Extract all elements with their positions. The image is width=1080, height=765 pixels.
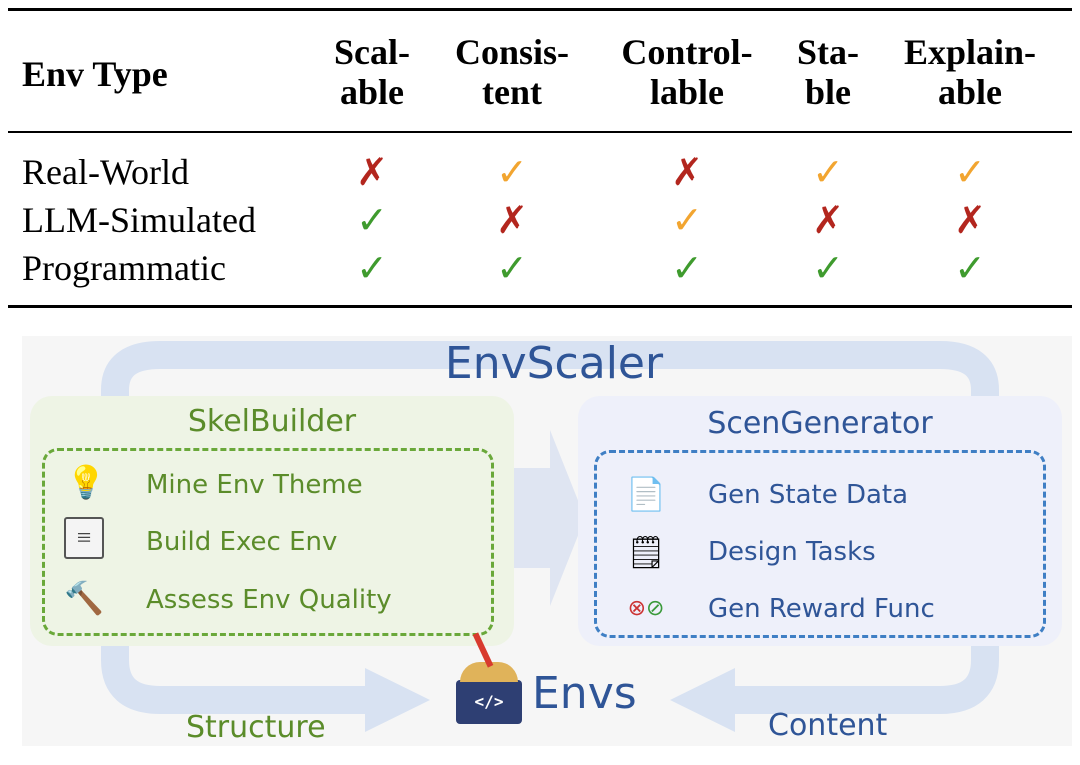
code-window-icon: ≡ [64,517,104,559]
skel-step-3: Assess Env Quality [146,585,392,615]
sticky-notes-icon: 🗒 [626,534,667,570]
check-icon: ✓ [496,246,528,290]
middle-arrow-body [512,468,557,568]
envs-label: Envs [532,668,637,719]
structure-arrowhead [365,668,430,732]
gavel-icon: 🔨 [64,580,104,616]
check-icon: ✓ [671,246,703,290]
content-arrowhead [670,668,735,732]
structure-label: Structure [186,710,326,745]
scen-step-3: Gen Reward Func [708,594,935,624]
top-rule [8,8,1072,11]
sand-pile-icon [460,662,518,682]
code-check-icon: ⊗⊘ [627,595,665,620]
scen-step-1: Gen State Data [708,480,909,510]
check-icon: ✓ [356,246,388,290]
check-icon: ✓ [954,246,986,290]
check-icon: ✓ [671,198,703,242]
sandbox-box-icon: </> [456,680,522,724]
skelbuilder-panel [30,396,514,646]
scengenerator-panel [578,396,1062,646]
header-line: Scal- [334,32,410,72]
scengenerator-title: ScenGenerator [707,406,933,441]
cross-icon: ✗ [496,198,528,242]
row-label: Programmatic [22,248,226,288]
header-explainable: Explain-able [885,32,1055,112]
skelbuilder-title: SkelBuilder [187,404,357,439]
bottom-rule [8,305,1072,308]
structure-arrow [101,640,370,714]
document-gear-icon: 📄 [626,476,666,512]
header-line: Sta- [797,32,859,72]
check-icon: ✓ [812,150,844,194]
cross-icon: ✗ [671,150,703,194]
check-icon: ✓ [496,150,528,194]
cross-icon: ✗ [356,150,388,194]
cross-icon: ✗ [954,198,986,242]
header-line: able [339,72,404,112]
header-rule [8,131,1072,133]
cross-icon: ✗ [812,198,844,242]
header-consistent: Consis-tent [432,32,592,112]
row-label: LLM-Simulated [22,200,256,240]
check-icon: ✓ [356,198,388,242]
header-line: tent [482,72,542,112]
row-label: Real-World [22,152,190,192]
header-line: Control- [621,32,753,72]
diagram-title: EnvScaler [444,338,664,389]
header-scalable: Scal-able [312,32,432,112]
header-line: lable [649,72,724,112]
header-line: Explain- [903,32,1037,72]
middle-arrowhead [550,430,585,606]
content-label: Content [768,708,888,743]
top-loop-arrow [101,341,999,400]
scen-step-2: Design Tasks [708,537,876,567]
header-line: Consis- [454,32,570,72]
content-arrow [730,640,999,714]
header-env-type: Env Type [22,54,168,94]
check-icon: ✓ [812,246,844,290]
header-line: ble [804,72,851,112]
skel-step-1: Mine Env Theme [146,470,363,500]
check-icon: ✓ [954,150,986,194]
scengenerator-steps [594,450,1046,638]
skelbuilder-steps [42,448,494,636]
header-stable: Sta-ble [778,32,878,112]
header-line: able [937,72,1002,112]
header-controllable: Control-lable [597,32,777,112]
skel-step-2: Build Exec Env [146,527,338,557]
lightbulb-icon: 💡 [66,464,106,500]
